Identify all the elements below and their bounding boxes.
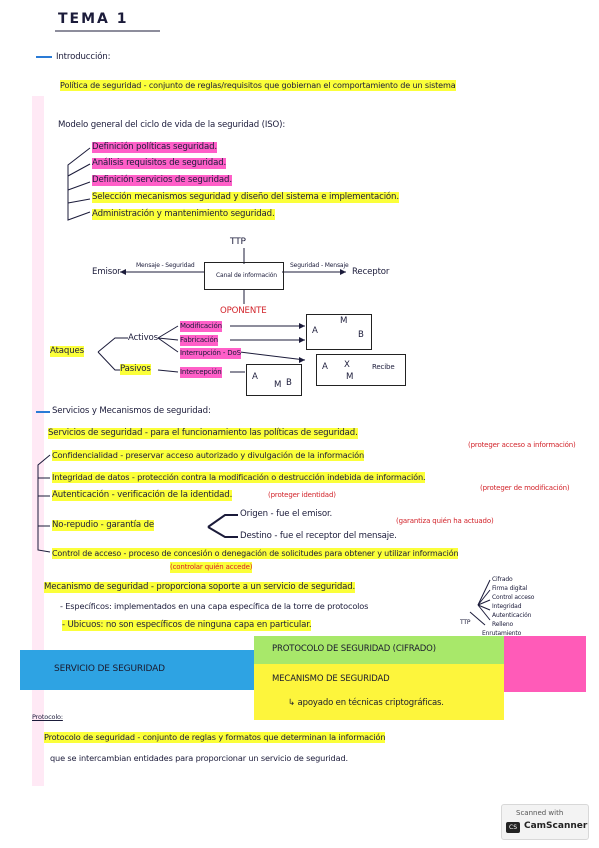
box1-m: M [340,316,348,326]
modelo-item-1: Definición políticas seguridad. [92,142,217,153]
page-title: TEMA 1 [58,11,129,27]
box1-b: B [358,330,364,340]
servicios-def: Servicios de seguridad - para el funcion… [48,428,358,439]
diagram-oponente: OPONENTE [220,306,267,316]
auth-text: Autenticación - verificación de la ident… [52,490,233,501]
ataque-intercepcion: Intercepción [180,367,222,378]
box2-m: M [346,372,354,382]
box3-a: A [252,372,258,382]
sticky-note-pink [500,636,586,692]
pasivos-label: Pasivos [120,364,151,375]
integ-note: (proteger de modificación) [480,484,570,492]
activos-label: Activos [128,333,158,343]
ataque-interrupcion: Interrupción - DoS [180,348,241,359]
mec-list-6: Enrutamiento [482,630,522,637]
diagram-right-msg: Seguridad - Mensaje [290,262,349,269]
integ-text: Integridad de datos - protección contra … [52,472,426,483]
attack-box-2 [316,354,406,386]
section-intro: Introducción: [56,52,111,62]
mecanismo-esp: - Específicos: implementados en una capa… [60,601,369,611]
box3-m: M [274,380,282,390]
diagram-ttp: TTP [230,237,246,247]
mec-list-1: Firma digital [492,585,528,592]
mec-list-0: Cifrado [492,576,513,583]
sticky-note-blue: SERVICIO DE SEGURIDAD [20,650,254,690]
box3-b: B [286,378,292,388]
canal-box [204,262,284,290]
protocolo-line-1: Protocolo de seguridad - conjunto de reg… [44,732,386,743]
mecanismo-ubi: - Ubicuos: no son específicos de ninguna… [62,620,312,631]
ataques-label: Ataques [50,346,84,357]
diagram-emisor: Emisor [92,267,121,277]
norep-text: No-repudio - garantía de [52,520,155,531]
modelo-item-5: Administración y mantenimiento seguridad… [92,209,275,220]
diagram-receptor: Receptor [352,267,390,277]
mecanismo-ttp: TTP [460,619,471,626]
mecanismo-def: Mecanismo de seguridad - proporciona sop… [44,582,356,593]
protocolo-line-2: que se intercambian entidades para propo… [50,753,348,763]
ataque-fabricacion: Fabricación [180,335,218,346]
mec-list-5: Relleno [492,621,514,628]
mec-list-4: Autenticación [492,612,532,619]
box2-x: X [344,360,350,370]
camscanner-logo-icon: CS [506,822,520,833]
mec-list-2: Control acceso [492,594,535,601]
ataque-modificacion: Modificación [180,321,222,332]
modelo-item-3: Definición servicios de seguridad. [92,175,232,186]
scanned-with-text: Scanned with [516,809,564,817]
margin-highlight [32,96,44,786]
sticky-note-yellow: MECANISMO DE SEGURIDAD ↳ apoyado en técn… [254,664,504,720]
mec-list-3: Integridad [492,603,522,610]
modelo-item-2: Análisis requisitos de seguridad. [92,158,227,169]
camscanner-badge: Scanned with CS CamScanner [501,804,589,840]
modelo-heading: Modelo general del ciclo de vida de la s… [58,120,286,130]
norep-origen: Origen - fue el emisor. [240,509,333,519]
section-servicios: Servicios y Mecanismos de seguridad: [52,406,211,416]
sticky-green-text: PROTOCOLO DE SEGURIDAD (CIFRADO) [272,644,436,654]
control-note: (controlar quién accede) [170,562,253,573]
sticky-blue-text: SERVICIO DE SEGURIDAD [54,664,165,674]
diagram-left-msg: Mensaje - Seguridad [136,262,195,269]
conf-note: (proteger acceso a información) [468,441,576,449]
protocolo-label: Protocolo: [32,713,63,721]
control-text: Control de acceso - proceso de concesión… [52,548,459,559]
attack-box-3 [246,364,302,396]
norep-note: (garantiza quién ha actuado) [396,517,494,525]
attack-box-1 [306,314,372,350]
diagram-canal: Canal de información [216,272,277,279]
modelo-item-4: Selección mecanismos seguridad y diseño … [92,192,399,203]
conf-text: Confidencialidad - preservar acceso auto… [52,450,365,461]
box2-a: A [322,362,328,372]
box2-recibe: Recibe [372,363,395,371]
norep-destino: Destino - fue el receptor del mensaje. [240,531,397,541]
sticky-yellow-text-1: MECANISMO DE SEGURIDAD [272,674,390,684]
camscanner-text: CamScanner [524,821,588,831]
box1-a: A [312,326,318,336]
politica-text: Política de seguridad - conjunto de regl… [60,80,456,91]
sticky-note-green: PROTOCOLO DE SEGURIDAD (CIFRADO) [254,636,504,664]
sticky-yellow-text-2: ↳ apoyado en técnicas criptográficas. [288,698,444,708]
auth-note: (proteger identidad) [268,491,336,499]
